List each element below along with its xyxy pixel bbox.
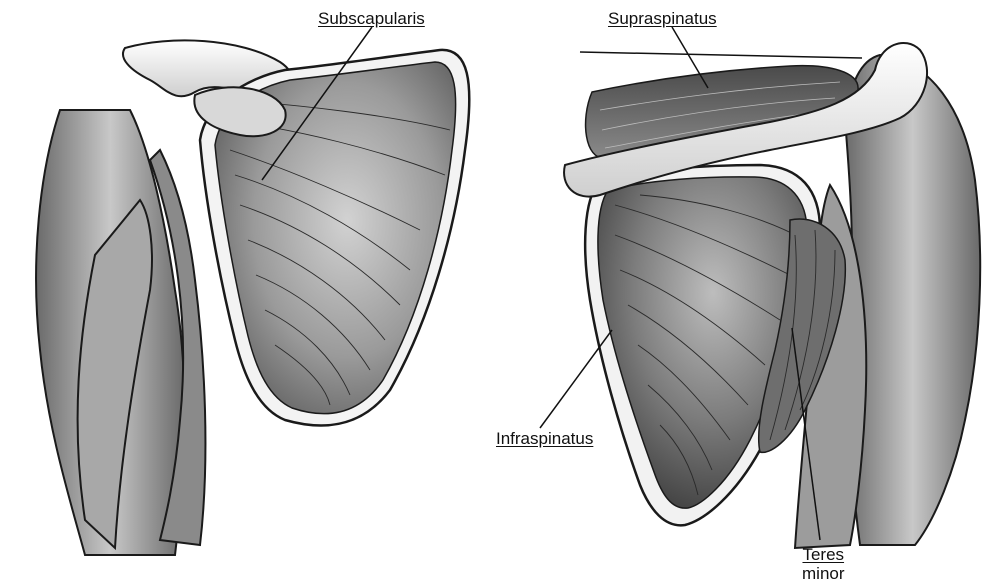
infraspinatus-label: Infraspinatus (496, 430, 593, 447)
supraspinatus-horizontal-line (580, 52, 862, 58)
posterior-view (564, 43, 980, 548)
infraspinatus-leader (540, 330, 612, 428)
anterior-view (36, 40, 469, 555)
supraspinatus-label: Supraspinatus (608, 10, 717, 27)
teres-minor-label-line1: Teres (802, 545, 845, 564)
teres-minor-label-line2: minor (802, 564, 845, 583)
subscapularis-label: Subscapularis (318, 10, 425, 27)
teres-minor-label: Teres minor (802, 545, 845, 583)
infraspinatus-muscle (598, 177, 807, 508)
